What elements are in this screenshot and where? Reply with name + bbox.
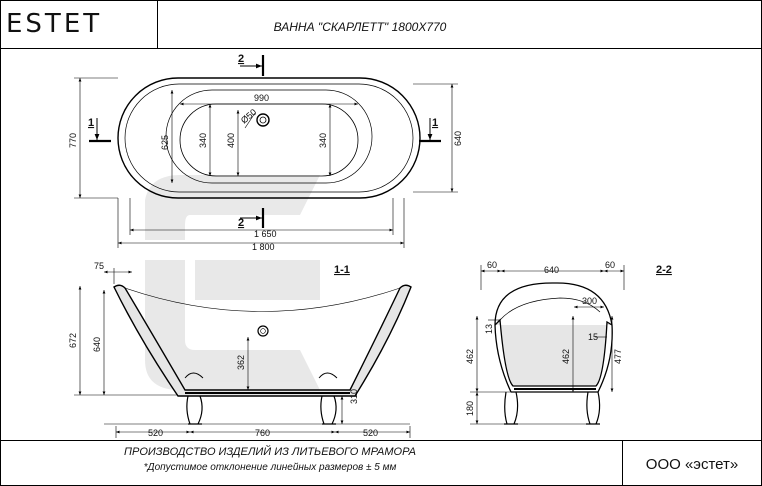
dim-477: 477 bbox=[613, 349, 623, 364]
dim-340-left: 340 bbox=[198, 133, 208, 148]
dim-310: 310 bbox=[349, 389, 359, 404]
header-rule bbox=[0, 48, 762, 49]
section-mark-1-left: 1 bbox=[88, 117, 94, 129]
section-1-1-view bbox=[113, 284, 412, 425]
section-2-2-dimension-lines bbox=[470, 265, 625, 425]
dim-640-plan: 640 bbox=[453, 131, 463, 146]
section-2-2-label: 2-2 bbox=[656, 264, 672, 276]
section-mark-2-bottom: 2 bbox=[238, 217, 244, 229]
brand-divider bbox=[157, 0, 158, 48]
section-1-1-dimension-lines bbox=[74, 268, 411, 438]
dim-625: 625 bbox=[160, 135, 170, 150]
dim-400: 400 bbox=[226, 133, 236, 148]
dim-60-left: 60 bbox=[487, 260, 497, 270]
footer-tolerance-note: *Допустимое отклонение линейных размеров… bbox=[143, 462, 397, 473]
dim-1800: 1 800 bbox=[252, 242, 275, 252]
dim-520-right: 520 bbox=[363, 428, 378, 438]
dim-300: 300 bbox=[582, 296, 597, 306]
dim-770: 770 bbox=[68, 133, 78, 148]
section-markers bbox=[89, 55, 441, 228]
dim-15: 15 bbox=[588, 332, 598, 342]
dim-462-left: 462 bbox=[465, 349, 475, 364]
dim-1650: 1 650 bbox=[254, 229, 277, 239]
dim-640-section: 640 bbox=[92, 337, 102, 352]
company-name: ООО «эстет» bbox=[645, 456, 739, 473]
dim-462-mid: 462 bbox=[561, 349, 571, 364]
footer-rule bbox=[0, 440, 762, 441]
dim-520-left: 520 bbox=[148, 428, 163, 438]
brand-logo-text: ESTET bbox=[6, 9, 103, 39]
dim-180: 180 bbox=[465, 401, 475, 416]
footer-divider bbox=[622, 440, 623, 486]
dim-340-right: 340 bbox=[318, 133, 328, 148]
dim-640-width: 640 bbox=[544, 265, 559, 275]
plan-dimension-lines bbox=[74, 77, 458, 248]
dim-75: 75 bbox=[94, 261, 104, 271]
dim-672: 672 bbox=[68, 333, 78, 348]
watermark-logo bbox=[145, 175, 320, 390]
dim-760: 760 bbox=[255, 428, 270, 438]
dim-60-right: 60 bbox=[605, 260, 615, 270]
drawing-title: ВАННА "СКАРЛЕТТ" 1800X770 bbox=[273, 20, 447, 34]
dim-990: 990 bbox=[254, 93, 269, 103]
section-1-1-label: 1-1 bbox=[334, 264, 350, 276]
dim-13: 13 bbox=[484, 324, 494, 334]
section-mark-1-right: 1 bbox=[432, 117, 438, 129]
dim-drain-diameter: Ø50 bbox=[239, 107, 258, 126]
dim-362: 362 bbox=[236, 355, 246, 370]
section-mark-2-top: 2 bbox=[238, 53, 244, 65]
footer-production-note: ПРОИЗВОДСТВО ИЗДЕЛИЙ ИЗ ЛИТЬЕВОГО МРАМОР… bbox=[124, 446, 416, 458]
plan-view bbox=[117, 77, 421, 199]
